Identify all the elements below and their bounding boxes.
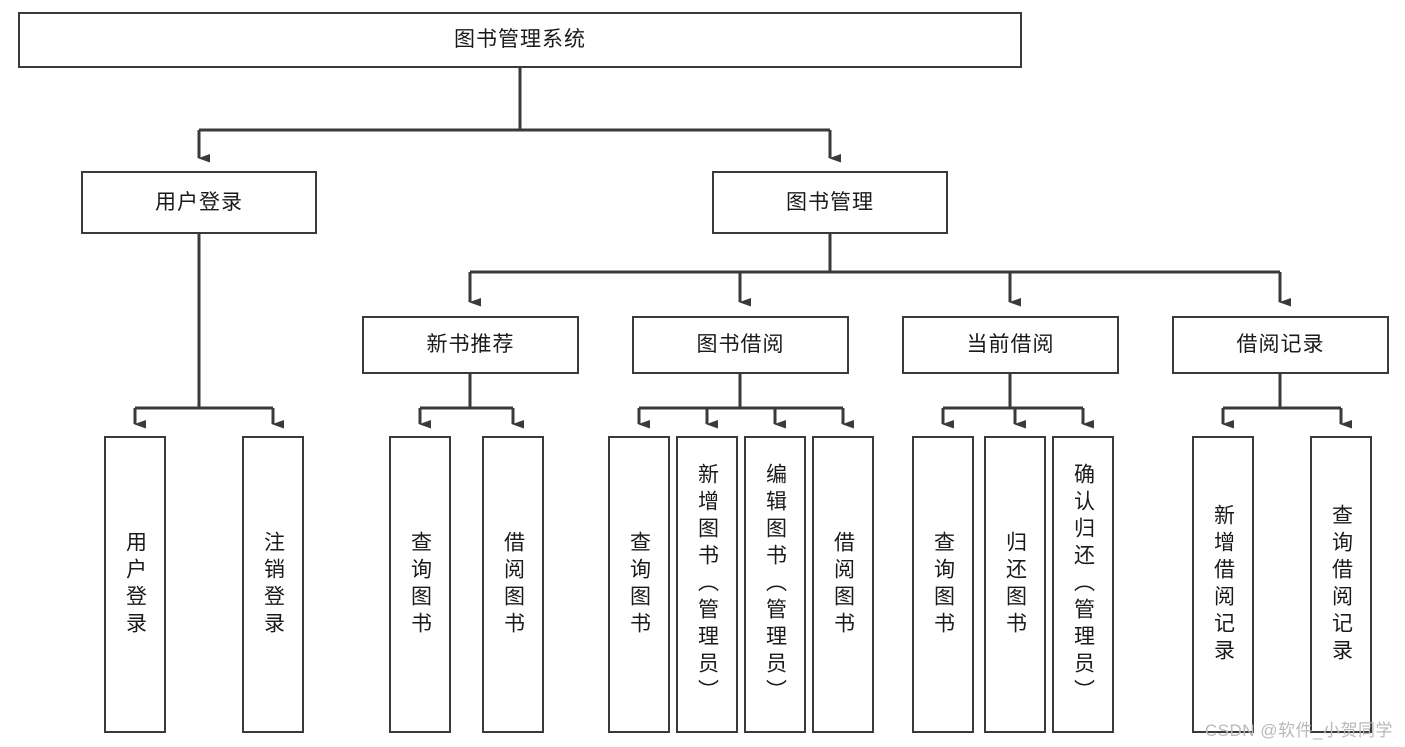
node-label: 查询借阅记录 [1329,503,1353,666]
node-borrow-record[interactable]: 借阅记录 [1172,316,1389,374]
node-label: 图书管理 [786,190,874,214]
node-leaf-return-book[interactable]: 归还图书 [984,436,1046,733]
node-label: 查询图书 [931,530,955,639]
node-leaf-add-book-admin[interactable]: 新增图书（管理员） [676,436,738,733]
node-label: 注销登录 [261,530,285,639]
node-label: 新增借阅记录 [1211,503,1235,666]
node-label: 当前借阅 [966,333,1055,357]
node-label: 查询图书 [627,530,651,639]
node-label: 图书借阅 [696,333,785,357]
node-leaf-borrow-book-recommend[interactable]: 借阅图书 [482,436,544,733]
node-leaf-borrow-book[interactable]: 借阅图书 [812,436,874,733]
node-leaf-query-book-borrow[interactable]: 查询图书 [608,436,670,733]
node-label: 用户登录 [123,530,147,639]
node-leaf-query-borrow-record[interactable]: 查询借阅记录 [1310,436,1372,733]
node-book-manage[interactable]: 图书管理 [712,171,948,234]
node-user-login[interactable]: 用户登录 [81,171,317,234]
node-leaf-user-logout[interactable]: 注销登录 [242,436,304,733]
node-current-borrow[interactable]: 当前借阅 [902,316,1119,374]
node-leaf-query-book-current[interactable]: 查询图书 [912,436,974,733]
node-label: 查询图书 [408,530,432,639]
node-leaf-query-book-recommend[interactable]: 查询图书 [389,436,451,733]
node-root-system[interactable]: 图书管理系统 [18,12,1022,68]
node-leaf-confirm-return-admin[interactable]: 确认归还（管理员） [1052,436,1114,733]
node-new-book-recommend[interactable]: 新书推荐 [362,316,579,374]
node-label: 用户登录 [155,190,243,214]
node-label: 新增图书（管理员） [695,463,719,706]
node-leaf-user-login[interactable]: 用户登录 [104,436,166,733]
node-label: 编辑图书（管理员） [763,463,787,706]
node-leaf-edit-book-admin[interactable]: 编辑图书（管理员） [744,436,806,733]
node-label: 新书推荐 [426,333,515,357]
node-label: 借阅图书 [831,530,855,639]
node-label: 借阅记录 [1236,333,1325,357]
node-label: 归还图书 [1003,530,1027,639]
watermark-text: CSDN @软件_小贺同学 [1204,721,1393,740]
node-label: 确认归还（管理员） [1071,463,1095,706]
node-leaf-add-borrow-record[interactable]: 新增借阅记录 [1192,436,1254,733]
node-label: 图书管理系统 [454,28,586,52]
node-label: 借阅图书 [501,530,525,639]
node-book-borrow[interactable]: 图书借阅 [632,316,849,374]
